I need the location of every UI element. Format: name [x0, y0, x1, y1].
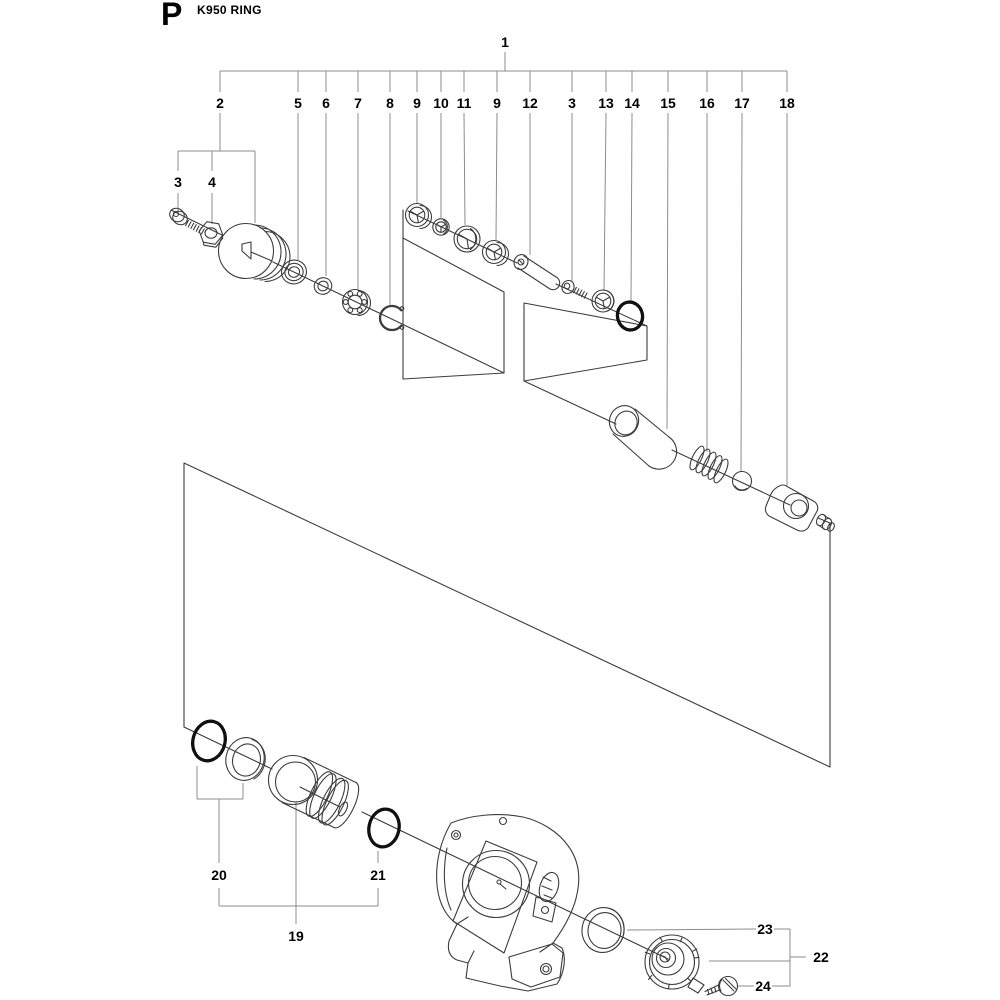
- washer10-drawing: [432, 218, 450, 236]
- seal-drawing: [281, 259, 307, 285]
- part-callout-22-24: 22: [813, 949, 829, 965]
- leader-line: [630, 112, 633, 303]
- part-callout-3-18: 3: [174, 174, 182, 190]
- part-callout-19-22: 19: [288, 928, 304, 944]
- ring11-drawing: [453, 225, 481, 253]
- cup22-drawing: [644, 934, 705, 994]
- bolt-drawing: [169, 207, 205, 235]
- gasket-plate-b: [523, 302, 648, 382]
- washer6-drawing: [313, 277, 333, 295]
- part-callout-2-1: 2: [216, 95, 224, 111]
- seal23-drawing: [581, 906, 625, 954]
- part-callout-12-10: 12: [522, 95, 538, 111]
- fitting-drawing: [764, 484, 835, 532]
- part-callout-21-21: 21: [370, 867, 386, 883]
- piston-drawing: [267, 754, 360, 829]
- leader-line: [740, 112, 743, 473]
- leader-line: [603, 112, 607, 292]
- part-callout-4-19: 4: [208, 174, 216, 190]
- part-callout-6-3: 6: [322, 95, 330, 111]
- part-callout-23-23: 23: [757, 921, 773, 937]
- washer13-drawing: [591, 289, 615, 313]
- cap9a-drawing: [404, 202, 432, 230]
- part-callout-3-11: 3: [568, 95, 576, 111]
- part-callout-13-12: 13: [598, 95, 614, 111]
- cap-drawing: [217, 222, 291, 283]
- page-title: K950 RING: [197, 3, 262, 17]
- gasket-plate-a: [402, 209, 505, 380]
- part-callout-17-16: 17: [734, 95, 750, 111]
- page-letter: P: [161, 0, 183, 32]
- leader-lines-layer: [177, 52, 806, 987]
- part-callout-10-7: 10: [433, 95, 449, 111]
- leader-line: [666, 112, 669, 430]
- cylinder15-drawing: [608, 405, 678, 470]
- ball-drawing: [731, 470, 753, 492]
- screw3b-drawing: [561, 279, 588, 299]
- part-callout-9-9: 9: [493, 95, 501, 111]
- cup-ribs: [644, 936, 700, 990]
- oring14-drawing: [615, 300, 645, 332]
- large-plate-outline: [183, 462, 831, 768]
- spring-drawing: [689, 445, 729, 484]
- part-callout-16-15: 16: [699, 95, 715, 111]
- pin-drawing: [513, 254, 561, 291]
- leader-line: [495, 112, 498, 241]
- part-callout-7-4: 7: [354, 95, 362, 111]
- screw24-drawing: [704, 975, 739, 997]
- leader-line: [626, 928, 757, 931]
- part-callout-11-8: 11: [456, 95, 472, 111]
- chamfer-ring-drawing: [225, 737, 266, 781]
- part-callout-20-20: 20: [211, 867, 227, 883]
- part-callout-5-2: 5: [294, 95, 302, 111]
- part-callout-15-14: 15: [660, 95, 676, 111]
- circlip-drawing: [378, 304, 405, 332]
- part-callout-18-17: 18: [779, 95, 795, 111]
- cap9b-drawing: [481, 239, 509, 267]
- part-callout-8-5: 8: [386, 95, 394, 111]
- part-callout-24-25: 24: [755, 978, 771, 994]
- oring20-drawing: [191, 719, 227, 763]
- leader-line: [463, 112, 466, 226]
- bolt-threads: [185, 219, 205, 235]
- crankcase-drawing: [436, 814, 580, 992]
- bearing-drawing: [341, 288, 372, 317]
- part-callout-9-6: 9: [413, 95, 421, 111]
- ring21-drawing: [367, 807, 401, 849]
- part-callout-1-0: 1: [501, 34, 509, 50]
- part-callout-14-13: 14: [624, 95, 640, 111]
